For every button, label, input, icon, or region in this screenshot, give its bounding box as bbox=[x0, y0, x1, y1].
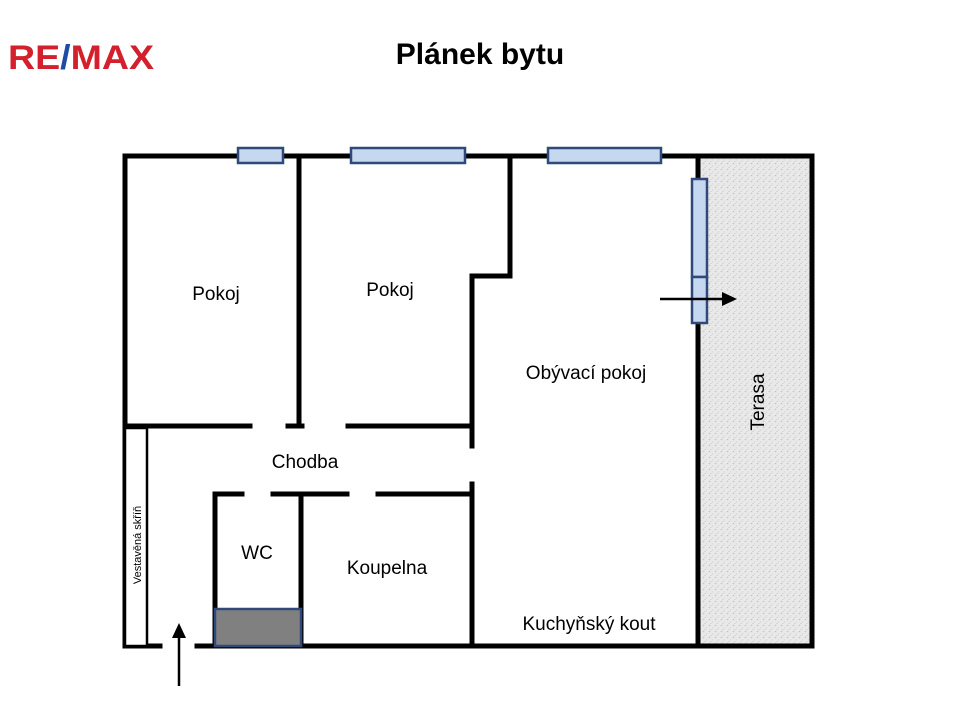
wc-fixture bbox=[213, 607, 303, 648]
windows bbox=[236, 146, 709, 325]
label-koupelna: Koupelna bbox=[347, 558, 428, 579]
wardrobe-outline bbox=[123, 426, 149, 648]
label-pokoj-2: Pokoj bbox=[366, 280, 414, 301]
window-2 bbox=[349, 146, 467, 165]
page-title: Plánek bytu bbox=[395, 38, 565, 71]
terrace-access-arrow bbox=[660, 292, 737, 306]
window-3 bbox=[546, 146, 663, 165]
window-1 bbox=[236, 146, 285, 165]
label-kuchynsky-kout: Kuchyňský kout bbox=[522, 614, 656, 635]
label-terasa: Terasa bbox=[748, 373, 769, 430]
label-pokoj-1: Pokoj bbox=[192, 284, 240, 305]
terrace-area bbox=[700, 156, 810, 646]
entrance-arrow bbox=[172, 623, 186, 686]
terrace-door-upper bbox=[690, 177, 709, 279]
remax-logo: RE/MAX bbox=[8, 40, 154, 74]
label-obyvaci-pokoj: Obývací pokoj bbox=[526, 363, 646, 384]
label-wc: WC bbox=[241, 543, 273, 564]
label-chodba: Chodba bbox=[272, 452, 339, 473]
remax-logo-text: RE/MAX bbox=[8, 40, 154, 74]
label-vestavena-skrin: Vestavěná skříň bbox=[132, 506, 144, 584]
